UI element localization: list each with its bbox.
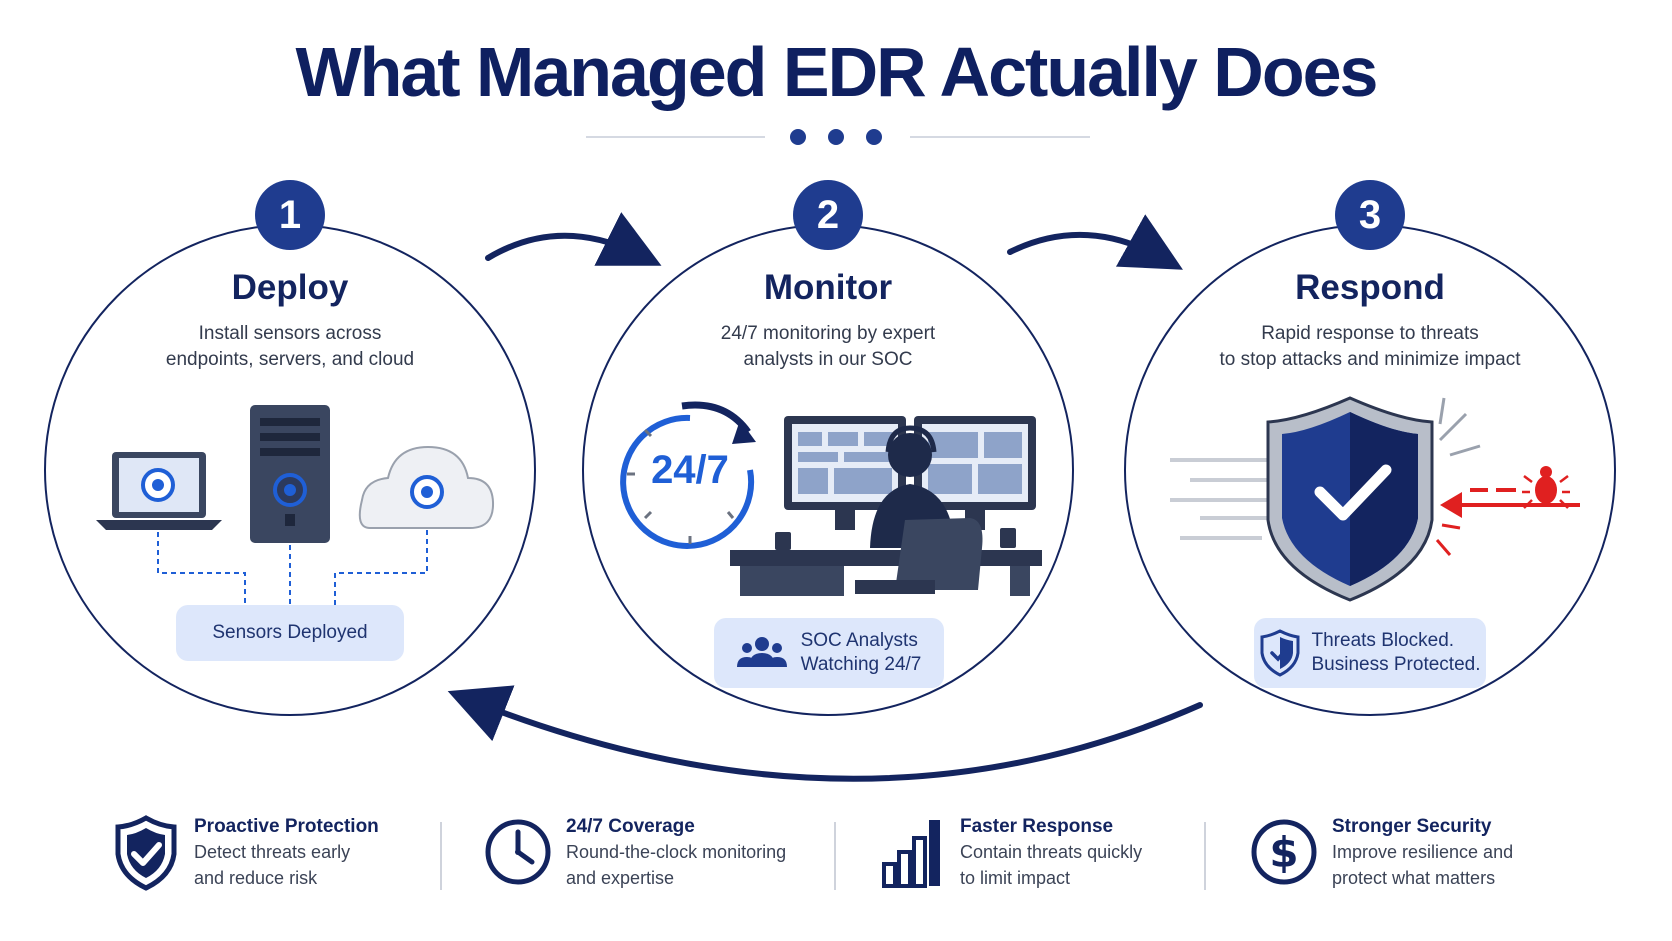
- feature-stronger-security: $ Stronger Security Improve resilience a…: [1248, 812, 1513, 898]
- arrow-3-to-1: [447, 685, 1203, 782]
- step-1-title: Deploy: [231, 268, 349, 307]
- feature-divider: [440, 822, 442, 890]
- soc-analysts-label: SOC Analysts Watching 24/7: [714, 618, 944, 688]
- step-3-badge: [1335, 180, 1405, 250]
- shield-block-icon: [1170, 396, 1580, 602]
- title-divider: [586, 129, 1090, 145]
- feature-divider: [834, 822, 836, 890]
- users-group-icon: [736, 637, 787, 667]
- bar-chart-icon: [882, 820, 940, 888]
- step-1-number: 1: [278, 193, 302, 237]
- step-2-description: 24/7 monitoring by expert analysts in ou…: [720, 323, 936, 370]
- arrow-2-to-3: [1007, 214, 1183, 270]
- shield-check-icon: [115, 815, 177, 891]
- server-icon: [250, 405, 330, 543]
- clock-icon: [485, 819, 551, 885]
- device-sensors-icon: [96, 405, 495, 605]
- step-2-number: 2: [816, 193, 840, 237]
- shield-check-icon: [1260, 629, 1299, 677]
- dollar-icon: $: [1251, 819, 1317, 885]
- step-2-title: Monitor: [763, 268, 893, 307]
- svg-text:$: $: [1269, 828, 1298, 877]
- clock-24-7-text: 24/7: [651, 448, 729, 492]
- step-1-description: Install sensors across endpoints, server…: [165, 323, 415, 370]
- step-1-badge: [255, 180, 325, 250]
- bug-icon: [1522, 466, 1570, 509]
- feature-faster-response: Faster Response Contain threats quickly …: [876, 812, 1142, 898]
- step-3-title: Respond: [1295, 268, 1445, 307]
- cloud-icon: [358, 445, 495, 529]
- laptop-icon: [96, 452, 222, 530]
- threats-blocked-label: Threats Blocked. Business Protected.: [1254, 618, 1486, 688]
- feature-divider: [1204, 822, 1206, 890]
- feature-proactive-protection: Proactive Protection Detect threats earl…: [110, 812, 379, 898]
- feature-24-7-coverage: 24/7 Coverage Round-the-clock monitoring…: [482, 812, 786, 898]
- soc-analyst-icon: [620, 401, 1042, 596]
- page-title: What Managed EDR Actually Does: [295, 33, 1379, 111]
- arrow-1-to-2: [485, 212, 662, 266]
- step-3-number: 3: [1358, 193, 1382, 237]
- clock-ring-icon: [620, 401, 756, 549]
- sensors-deployed-label: Sensors Deployed: [176, 605, 404, 661]
- step-3-description: Rapid response to threats to stop attack…: [1219, 323, 1521, 370]
- step-2-badge: [793, 180, 863, 250]
